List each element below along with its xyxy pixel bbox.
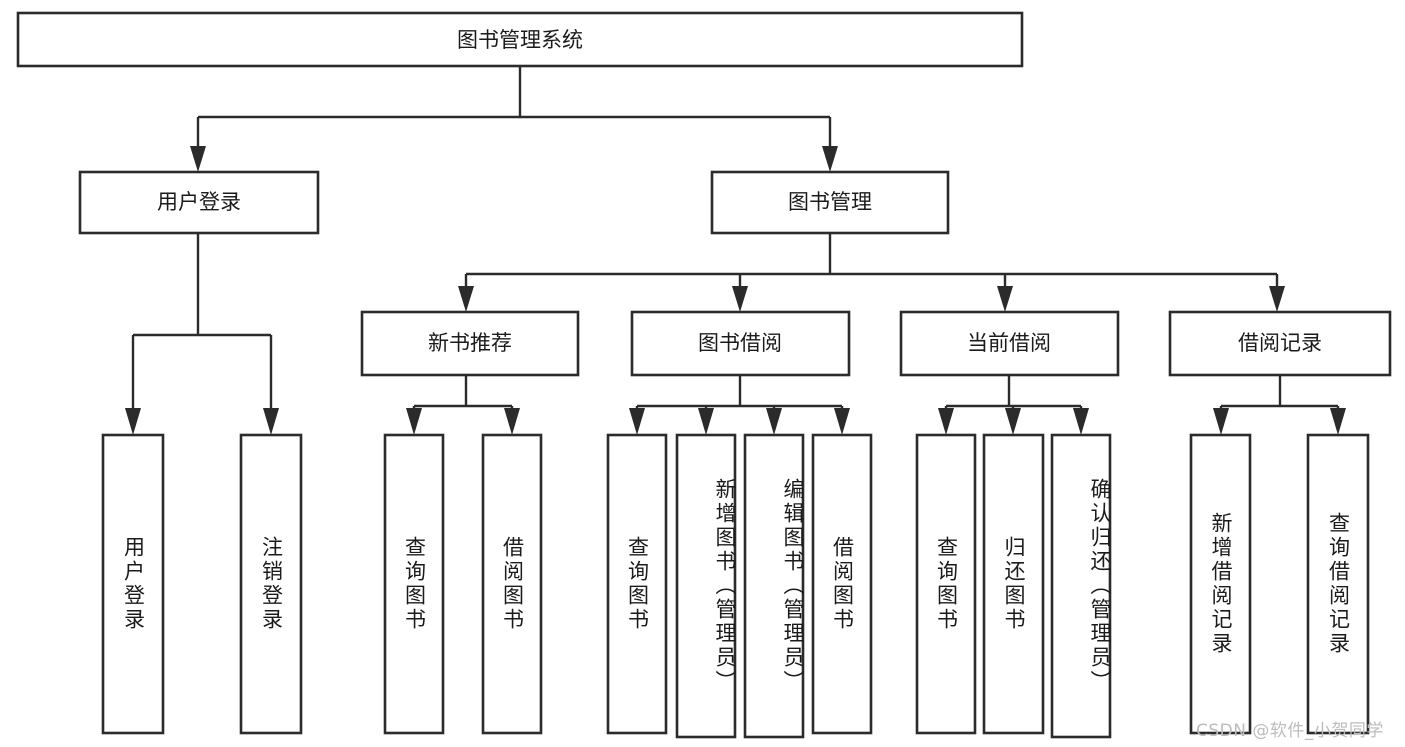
node-user-login-box[interactable]: [78, 170, 320, 235]
node-new-book-recommend-box[interactable]: [360, 310, 580, 377]
leaf-box-borrow-book-2[interactable]: [811, 433, 873, 735]
node-user-login[interactable]: 用户登录: [78, 170, 320, 235]
node-current-borrow-box[interactable]: [899, 310, 1120, 377]
leaf-box-add-book[interactable]: [675, 433, 737, 739]
arrow-head-new-book-rec: [458, 286, 474, 312]
node-borrow-record-label: 借阅记录: [1238, 331, 1322, 355]
leaf-box-edit-book[interactable]: [743, 433, 805, 739]
arrow-head-leaf-user-login: [125, 408, 141, 435]
node-book-management-box[interactable]: [710, 170, 950, 235]
node-new-book-recommend[interactable]: 新书推荐: [360, 310, 580, 377]
arrow-head-book-borrow: [732, 286, 748, 312]
arrow-head-leaf-query-record: [1330, 408, 1346, 435]
leaf-box-add-record[interactable]: [1189, 433, 1252, 735]
arrow-head-leaf-query-book-2: [629, 408, 645, 435]
connector-book-mgmt-to-level2: [458, 233, 1285, 312]
node-root-label: 图书管理系统: [457, 28, 583, 52]
node-root[interactable]: 图书管理系统: [16, 11, 1024, 68]
arrow-head-book-mgmt: [822, 146, 838, 172]
connector-user-login-to-leaves: [125, 233, 279, 435]
arrow-head-leaf-edit-book: [766, 408, 782, 435]
arrow-head-current-borrow: [997, 286, 1013, 312]
connector-book-borrow-to-leaves: [629, 375, 850, 435]
arrow-head-leaf-add-book: [698, 408, 714, 435]
arrow-head-leaf-confirm-return: [1073, 408, 1089, 435]
connector-root-to-level1: [190, 66, 838, 172]
node-book-borrow[interactable]: 图书借阅: [630, 310, 851, 377]
node-current-borrow-label: 当前借阅: [967, 331, 1051, 355]
leaf-box-user-login[interactable]: [101, 433, 165, 735]
leaf-box-return-book[interactable]: [982, 433, 1045, 735]
leaf-box-query-record[interactable]: [1306, 433, 1370, 735]
csdn-watermark: CSDN @软件_小贺同学: [1196, 721, 1384, 741]
node-borrow-record[interactable]: 借阅记录: [1168, 310, 1392, 377]
leaf-box-query-book-3[interactable]: [915, 433, 977, 735]
leaf-box-logout[interactable]: [239, 433, 303, 735]
arrow-head-leaf-query-book-1: [406, 408, 422, 435]
arrow-head-leaf-query-book-3: [938, 408, 954, 435]
leaf-box-borrow-book-1[interactable]: [481, 433, 543, 735]
leaf-box-query-book-1[interactable]: [383, 433, 445, 735]
leaf-boxes: [101, 433, 1370, 739]
arrow-head-leaf-add-record: [1213, 408, 1229, 435]
node-book-borrow-box[interactable]: [630, 310, 851, 377]
connector-current-borrow-to-leaves: [938, 375, 1089, 435]
arrow-head-leaf-borrow-book-1: [504, 408, 520, 435]
node-root-box[interactable]: [16, 11, 1024, 68]
node-book-borrow-label: 图书借阅: [698, 331, 782, 355]
arrow-head-leaf-logout: [263, 408, 279, 435]
arrow-head-borrow-record: [1269, 286, 1285, 312]
arrow-head-leaf-return-book: [1005, 408, 1021, 435]
node-user-login-label: 用户登录: [157, 190, 241, 214]
arrow-head-user-login: [190, 146, 206, 172]
node-borrow-record-box[interactable]: [1168, 310, 1392, 377]
leaf-box-confirm-return[interactable]: [1050, 433, 1112, 739]
leaf-box-query-book-2[interactable]: [606, 433, 668, 735]
node-new-book-recommend-label: 新书推荐: [428, 331, 512, 355]
node-book-management[interactable]: 图书管理: [710, 170, 950, 235]
node-current-borrow[interactable]: 当前借阅: [899, 310, 1120, 377]
arrow-head-leaf-borrow-book-2: [834, 408, 850, 435]
node-book-management-label: 图书管理: [788, 190, 872, 214]
connector-borrow-record-to-leaves: [1213, 375, 1346, 435]
connector-new-book-rec-to-leaves: [406, 375, 520, 435]
